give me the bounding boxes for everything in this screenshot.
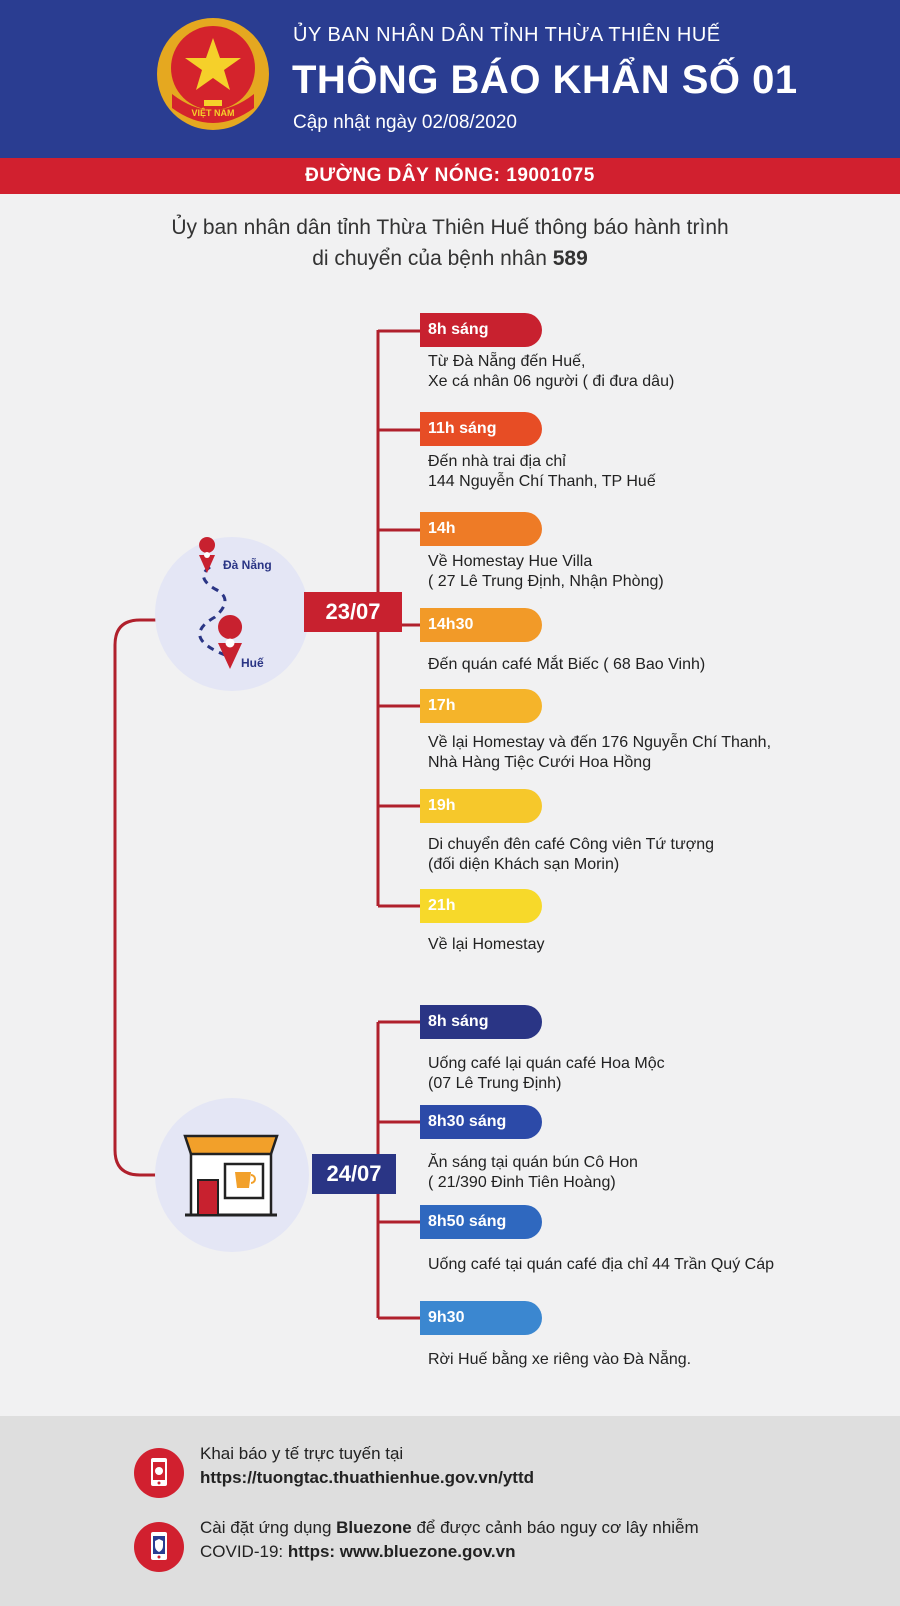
event-line: (07 Lê Trung Định) xyxy=(428,1075,562,1092)
event-description: Từ Đà Nẵng đến Huế, Xe cá nhân 06 người … xyxy=(428,352,674,392)
time-pill: 8h sáng xyxy=(420,1005,542,1039)
map-label-from: Đà Nẵng xyxy=(223,557,272,572)
health-declaration-url[interactable]: https://tuongtac.thuathienhue.gov.vn/ytt… xyxy=(200,1468,534,1487)
event-line: Xe cá nhân 06 người ( đi đưa dâu) xyxy=(428,373,675,390)
event-line: ( 21/390 Đinh Tiên Hoàng) xyxy=(428,1174,616,1191)
day-label-23-07: 23/07 xyxy=(304,592,402,632)
event-description: Rời Huế bằng xe riêng vào Đà Nẵng. xyxy=(428,1350,691,1370)
time-pill: 8h30 sáng xyxy=(420,1105,542,1139)
intro-line-2: di chuyển của bệnh nhân 589 xyxy=(0,243,900,274)
event-description: Đến nhà trai địa chỉ 144 Nguyễn Chí Than… xyxy=(428,452,656,492)
event-description: Đến quán café Mắt Biếc ( 68 Bao Vinh) xyxy=(428,655,705,675)
page-title: THÔNG BÁO KHẨN SỐ 01 xyxy=(292,58,798,102)
time-pill: 19h xyxy=(420,789,542,823)
emblem-text: VIỆT NAM xyxy=(191,107,234,118)
event-line: Rời Huế bằng xe riêng vào Đà Nẵng. xyxy=(428,1351,692,1368)
health-declaration-text: Khai báo y tế trực tuyến tại https://tuo… xyxy=(200,1442,534,1490)
phone-shield-icon xyxy=(134,1522,184,1572)
event-description: Về lại Homestay và đến 176 Nguyễn Chí Th… xyxy=(428,733,771,773)
event-line: Đến nhà trai địa chỉ xyxy=(428,453,566,470)
bluezone-suffix: để được cảnh báo nguy cơ lây nhiễm xyxy=(411,1518,699,1537)
time-pill: 21h xyxy=(420,889,542,923)
route-map-icon: Đà Nẵng Huế xyxy=(198,537,272,670)
time-pill: 9h30 xyxy=(420,1301,542,1335)
time-pill: 8h50 sáng xyxy=(420,1205,542,1239)
time-pill: 14h xyxy=(420,512,542,546)
event-description: Uống café tại quán café địa chỉ 44 Trần … xyxy=(428,1255,774,1275)
intro-line-2-prefix: di chuyển của bệnh nhân xyxy=(312,247,553,270)
header-banner: VIỆT NAM ỦY BAN NHÂN DÂN TỈNH THỪA THIÊN… xyxy=(0,0,900,158)
event-line: Di chuyển đên café Công viên Tứ tượng xyxy=(428,836,714,853)
event-description: Về lại Homestay xyxy=(428,935,545,955)
phone-medical-icon xyxy=(134,1448,184,1498)
update-date: Cập nhật ngày 02/08/2020 xyxy=(293,112,517,133)
time-pill: 11h sáng xyxy=(420,412,542,446)
event-line: Về Homestay Hue Villa xyxy=(428,553,593,570)
footer: Khai báo y tế trực tuyến tại https://tuo… xyxy=(0,1416,900,1606)
time-pill: 14h30 xyxy=(420,608,542,642)
event-line: Ăn sáng tại quán bún Cô Hon xyxy=(428,1154,638,1171)
bluezone-covid-prefix: COVID-19: xyxy=(200,1542,288,1561)
event-line: Về lại Homestay xyxy=(428,936,545,953)
map-circle: Đà Nẵng Huế xyxy=(155,537,309,691)
event-line: Từ Đà Nẵng đến Huế, xyxy=(428,353,586,370)
patient-number: 589 xyxy=(552,247,588,270)
bluezone-url[interactable]: https: www.bluezone.gov.vn xyxy=(287,1542,516,1561)
day-label-24-07: 24/07 xyxy=(312,1154,396,1194)
hotline-banner: ĐƯỜNG DÂY NÓNG: 19001075 xyxy=(0,158,900,194)
bluezone-prefix: Cài đặt ứng dụng xyxy=(200,1518,337,1537)
cafe-shop-icon xyxy=(183,1134,279,1217)
event-line: Nhà Hàng Tiệc Cưới Hoa Hồng xyxy=(428,754,652,771)
map-label-to: Huế xyxy=(241,656,264,670)
intro-text: Ủy ban nhân dân tỉnh Thừa Thiên Huế thôn… xyxy=(0,212,900,274)
bluezone-line-2: COVID-19: https: www.bluezone.gov.vn xyxy=(200,1540,699,1564)
bluezone-app-name: Bluezone xyxy=(336,1518,412,1537)
event-line: 144 Nguyễn Chí Thanh, TP Huế xyxy=(428,473,656,490)
event-line: Đến quán café Mắt Biếc ( 68 Bao Vinh) xyxy=(428,656,706,673)
event-line: Uống café tại quán café địa chỉ 44 Trần … xyxy=(428,1256,774,1273)
health-declaration-link[interactable]: https://tuongtac.thuathienhue.gov.vn/ytt… xyxy=(200,1466,534,1490)
time-pill: 17h xyxy=(420,689,542,723)
event-line: Uống café lại quán café Hoa Mộc xyxy=(428,1055,665,1072)
event-description: Di chuyển đên café Công viên Tứ tượng (đ… xyxy=(428,835,714,875)
intro-line-1: Ủy ban nhân dân tỉnh Thừa Thiên Huế thôn… xyxy=(171,216,729,239)
event-description: Uống café lại quán café Hoa Mộc (07 Lê T… xyxy=(428,1054,665,1094)
event-line: ( 27 Lê Trung Định, Nhận Phòng) xyxy=(428,573,664,590)
bluezone-line-1: Cài đặt ứng dụng Bluezone để được cảnh b… xyxy=(200,1516,699,1540)
shop-circle xyxy=(155,1098,309,1252)
national-emblem-icon: VIỆT NAM xyxy=(157,18,269,130)
org-name: ỦY BAN NHÂN DÂN TỈNH THỪA THIÊN HUẾ xyxy=(293,24,721,46)
bluezone-text: Cài đặt ứng dụng Bluezone để được cảnh b… xyxy=(200,1516,699,1564)
event-description: Về Homestay Hue Villa ( 27 Lê Trung Định… xyxy=(428,552,664,592)
time-pill: 8h sáng xyxy=(420,313,542,347)
event-description: Ăn sáng tại quán bún Cô Hon ( 21/390 Đin… xyxy=(428,1153,638,1193)
health-declaration-label: Khai báo y tế trực tuyến tại xyxy=(200,1444,404,1463)
event-line: (đối diện Khách sạn Morin) xyxy=(428,856,620,873)
event-line: Về lại Homestay và đến 176 Nguyễn Chí Th… xyxy=(428,734,772,751)
